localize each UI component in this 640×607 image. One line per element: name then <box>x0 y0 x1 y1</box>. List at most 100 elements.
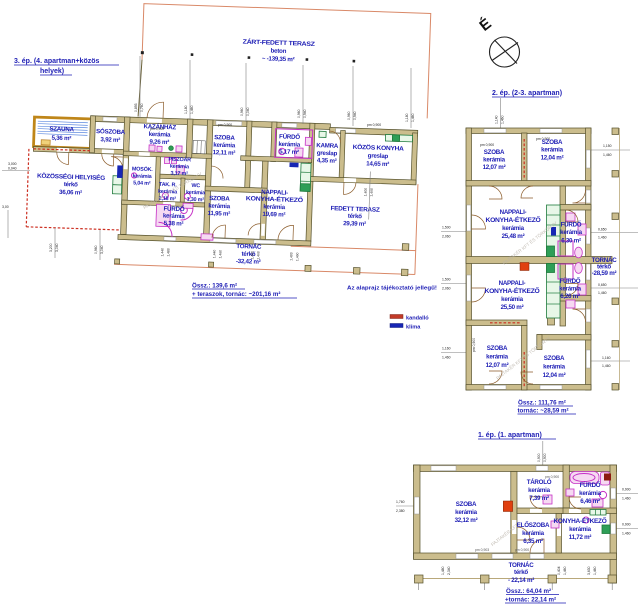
svg-text:KONYHA-ÉTKEZŐ: KONYHA-ÉTKEZŐ <box>246 194 304 204</box>
svg-text:1,460: 1,460 <box>622 532 631 536</box>
svg-text:Az alaprajz tájékoztató jelleg: Az alaprajz tájékoztató jellegű! <box>347 286 437 292</box>
svg-text:pm 0,900: pm 0,900 <box>472 338 476 352</box>
svg-text:12,04 m²: 12,04 m² <box>543 372 566 379</box>
svg-text:térkő: térkő <box>514 569 528 576</box>
svg-text:WC: WC <box>191 183 200 189</box>
svg-text:0,900: 0,900 <box>537 453 541 462</box>
svg-text:25,50 m²: 25,50 m² <box>501 304 524 311</box>
svg-text:ZÁRT-FEDETT TERASZ: ZÁRT-FEDETT TERASZ <box>243 39 316 48</box>
svg-text:1,460: 1,460 <box>295 252 299 261</box>
svg-text:TORNÁC: TORNÁC <box>509 562 535 569</box>
svg-text:- 22,14 m²: - 22,14 m² <box>508 577 534 584</box>
svg-text:5,38 m²: 5,38 m² <box>164 220 184 228</box>
svg-text:3,92 m²: 3,92 m² <box>100 136 120 144</box>
svg-text:FÜRDŐ: FÜRDŐ <box>560 278 581 285</box>
svg-text:NAPPALI-: NAPPALI- <box>500 209 527 216</box>
svg-text:kerámia: kerámia <box>569 526 591 533</box>
svg-text:KÖZÖS KONYHA: KÖZÖS KONYHA <box>353 144 405 153</box>
svg-text:kerámia: kerámia <box>213 142 236 150</box>
svg-text:klíma: klíma <box>406 325 421 331</box>
svg-text:6,26 m²: 6,26 m² <box>560 293 580 300</box>
svg-text:1,460: 1,460 <box>602 364 611 368</box>
svg-text:+ teraszok, tornác: ~201,16 m²: + teraszok, tornác: ~201,16 m² <box>192 291 280 298</box>
svg-text:0,900: 0,900 <box>543 453 547 462</box>
svg-text:~ -139,35 m²: ~ -139,35 m² <box>262 55 295 63</box>
svg-text:1,150: 1,150 <box>603 144 612 148</box>
svg-text:pm 0,900: pm 0,900 <box>515 548 529 552</box>
svg-text:5,04 m²: 5,04 m² <box>133 180 151 187</box>
svg-text:1,400: 1,400 <box>289 252 293 261</box>
svg-text:1,500: 1,500 <box>442 226 451 230</box>
svg-text:0,650: 0,650 <box>598 228 607 232</box>
svg-text:1,460: 1,460 <box>190 105 194 114</box>
svg-text:greslap: greslap <box>368 152 389 160</box>
svg-text:7,39 m²: 7,39 m² <box>529 495 549 502</box>
svg-text:TÁROLÓ: TÁROLÓ <box>527 478 552 486</box>
svg-text:NAPPALI-: NAPPALI- <box>261 189 288 197</box>
svg-text:FÜRDŐ: FÜRDŐ <box>561 222 582 229</box>
svg-text:2,340: 2,340 <box>447 566 451 575</box>
svg-text:KONYHA-ÉTKEZŐ: KONYHA-ÉTKEZŐ <box>485 287 540 295</box>
svg-text:1,440: 1,440 <box>160 248 164 257</box>
svg-text:0,404: 0,404 <box>557 566 561 575</box>
svg-text:kerámia: kerámia <box>149 131 172 139</box>
svg-text:0,040: 0,040 <box>246 107 250 116</box>
svg-text:Össz.: 111,76 m²: Össz.: 111,76 m² <box>518 400 566 407</box>
svg-text:2,060: 2,060 <box>442 287 451 291</box>
svg-text:1,180: 1,180 <box>184 105 188 114</box>
svg-text:0,960: 0,960 <box>94 245 98 254</box>
svg-text:SZOBA: SZOBA <box>214 134 235 142</box>
svg-text:SZOBA: SZOBA <box>542 139 563 146</box>
svg-text:11,72 m²: 11,72 m² <box>569 534 592 541</box>
svg-text:1. ép. (1. apartman): 1. ép. (1. apartman) <box>478 432 542 439</box>
svg-text:9,26 m²: 9,26 m² <box>149 138 169 146</box>
svg-text:kerámia: kerámia <box>483 157 505 164</box>
svg-text:0,960: 0,960 <box>240 107 244 116</box>
svg-text:Össz.: 139,6 m²: Össz.: 139,6 m² <box>192 283 237 290</box>
svg-text:térkő: térkő <box>64 181 79 188</box>
svg-text:TAK. R.: TAK. R. <box>159 182 178 189</box>
svg-text:1,480: 1,480 <box>166 248 170 257</box>
svg-text:36,06 m²: 36,06 m² <box>59 189 82 197</box>
svg-text:kerámia: kerámia <box>502 225 524 232</box>
svg-text:6,35 m²: 6,35 m² <box>523 538 543 545</box>
svg-text:pm 0,900: pm 0,900 <box>536 137 550 141</box>
svg-text:2,380: 2,380 <box>396 509 405 513</box>
svg-text:SZAUNA: SZAUNA <box>49 126 74 134</box>
svg-text:kerámia: kerámia <box>541 147 563 154</box>
svg-text:1,500: 1,500 <box>442 278 451 282</box>
svg-text:3,00: 3,00 <box>2 205 9 209</box>
svg-text:2,18 m²: 2,18 m² <box>159 196 177 203</box>
svg-text:1,460: 1,460 <box>603 153 612 157</box>
svg-text:SZOBA: SZOBA <box>456 501 477 508</box>
svg-text:kerámia: kerámia <box>560 229 582 236</box>
svg-text:kerámia: kerámia <box>158 189 178 196</box>
svg-text:tornác: ~28,59 m²: tornác: ~28,59 m² <box>518 408 569 415</box>
svg-text:NAPPALI-: NAPPALI- <box>499 280 526 287</box>
svg-text:kerámia: kerámia <box>522 530 544 537</box>
svg-text:kerámia: kerámia <box>543 364 565 371</box>
svg-text:SZOBA: SZOBA <box>487 345 508 352</box>
svg-text:12,11 m²: 12,11 m² <box>213 149 236 157</box>
svg-text:1,480: 1,480 <box>441 566 445 575</box>
svg-text:1,460: 1,460 <box>598 291 607 295</box>
svg-text:pm 0,900: pm 0,900 <box>480 143 494 147</box>
svg-text:1,460: 1,460 <box>369 188 373 197</box>
svg-text:12,07 m²: 12,07 m² <box>486 362 509 369</box>
svg-text:1,440: 1,440 <box>212 250 216 259</box>
svg-text:kandalló: kandalló <box>406 316 429 322</box>
svg-text:1,460: 1,460 <box>501 115 505 124</box>
svg-text:pm 0,900: pm 0,900 <box>150 127 164 131</box>
svg-text:KAMRA: KAMRA <box>316 142 339 150</box>
svg-text:kerámia: kerámia <box>455 509 477 516</box>
svg-text:kerámia: kerámia <box>263 203 286 211</box>
svg-text:kerámia: kerámia <box>278 141 301 149</box>
svg-text:KONYHA-ÉTKEZŐ: KONYHA-ÉTKEZŐ <box>554 517 607 525</box>
svg-text:1,30 m²: 1,30 m² <box>187 197 205 204</box>
svg-text:kerámia: kerámia <box>163 212 186 220</box>
svg-text:3,630: 3,630 <box>587 566 591 575</box>
svg-text:KONYHA-ÉTKEZŐ: KONYHA-ÉTKEZŐ <box>486 216 541 224</box>
svg-text:19,69 m²: 19,69 m² <box>262 211 285 219</box>
svg-text:FÜRDŐ: FÜRDŐ <box>163 205 184 213</box>
svg-text:+tornác: 22,14 m²: +tornác: 22,14 m² <box>505 597 556 604</box>
